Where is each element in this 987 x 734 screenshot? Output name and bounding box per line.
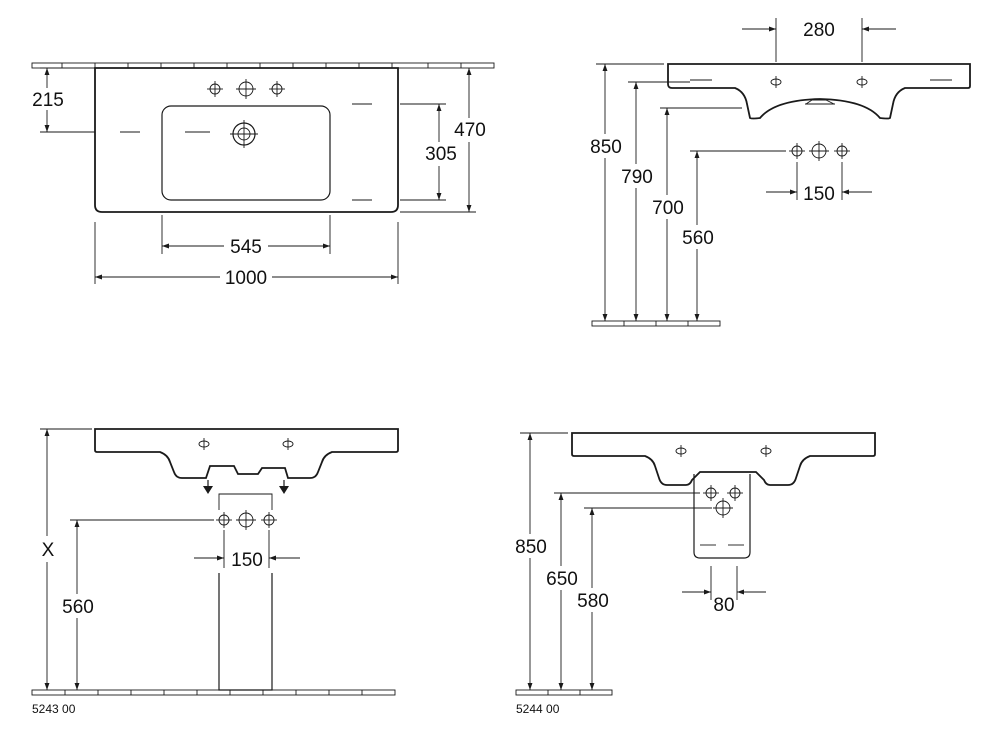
tap-hole-icon xyxy=(215,511,233,529)
basin-front-profile xyxy=(667,63,971,120)
floor-hatch xyxy=(31,689,396,696)
dim-580-label: 580 xyxy=(577,591,609,612)
side-view: 280 850 790 700 560 xyxy=(586,18,971,327)
pedestal-view: 150 X 560 5243 00 xyxy=(31,428,399,716)
dim-215-label: 215 xyxy=(32,90,64,111)
product-code: 5244 00 xyxy=(516,702,560,716)
tap-hole-icon xyxy=(833,142,851,160)
dim-470-label: 470 xyxy=(454,120,486,141)
dim-80-label: 80 xyxy=(713,595,734,616)
basin-front-profile xyxy=(571,432,876,486)
drain-icon xyxy=(230,120,258,148)
dim-700-label: 700 xyxy=(652,198,684,219)
dim-790-label: 790 xyxy=(621,167,653,188)
tap-hole-icon xyxy=(235,509,257,531)
dim-545-label: 545 xyxy=(230,237,262,258)
dim-560-label: 560 xyxy=(682,228,714,249)
dim-850-label: 850 xyxy=(590,137,622,158)
dim-850-label: 850 xyxy=(515,537,547,558)
dim-650-label: 650 xyxy=(546,569,578,590)
dim-x-label: X xyxy=(42,540,55,561)
arrow-down-icon xyxy=(203,480,213,494)
dim-150-label: 150 xyxy=(803,184,835,205)
dim-560-label: 560 xyxy=(62,597,94,618)
floor-hatch xyxy=(591,320,721,327)
top-view: 215 305 470 545 1000 xyxy=(30,62,495,289)
arrow-down-icon xyxy=(279,480,289,494)
floor-hatch xyxy=(515,689,613,696)
dim-280-label: 280 xyxy=(803,20,835,41)
semipedestal-view: 80 850 650 580 5244 00 xyxy=(511,432,876,716)
dim-1000-label: 1000 xyxy=(225,268,267,289)
product-code: 5243 00 xyxy=(32,702,76,716)
tap-hole-icon xyxy=(260,511,278,529)
tap-hole-icon xyxy=(726,484,744,502)
basin-front-profile xyxy=(94,428,399,479)
dim-150-label: 150 xyxy=(231,550,263,571)
tap-hole-icon xyxy=(702,484,720,502)
tap-hole-icon xyxy=(712,497,734,519)
tap-hole-icon xyxy=(808,140,830,162)
dim-305-label: 305 xyxy=(425,144,457,165)
tap-hole-icon xyxy=(788,142,806,160)
basin-outline xyxy=(94,67,399,213)
semi-pedestal xyxy=(693,474,751,559)
bowl-outline xyxy=(161,105,331,201)
pedestal xyxy=(218,573,273,691)
